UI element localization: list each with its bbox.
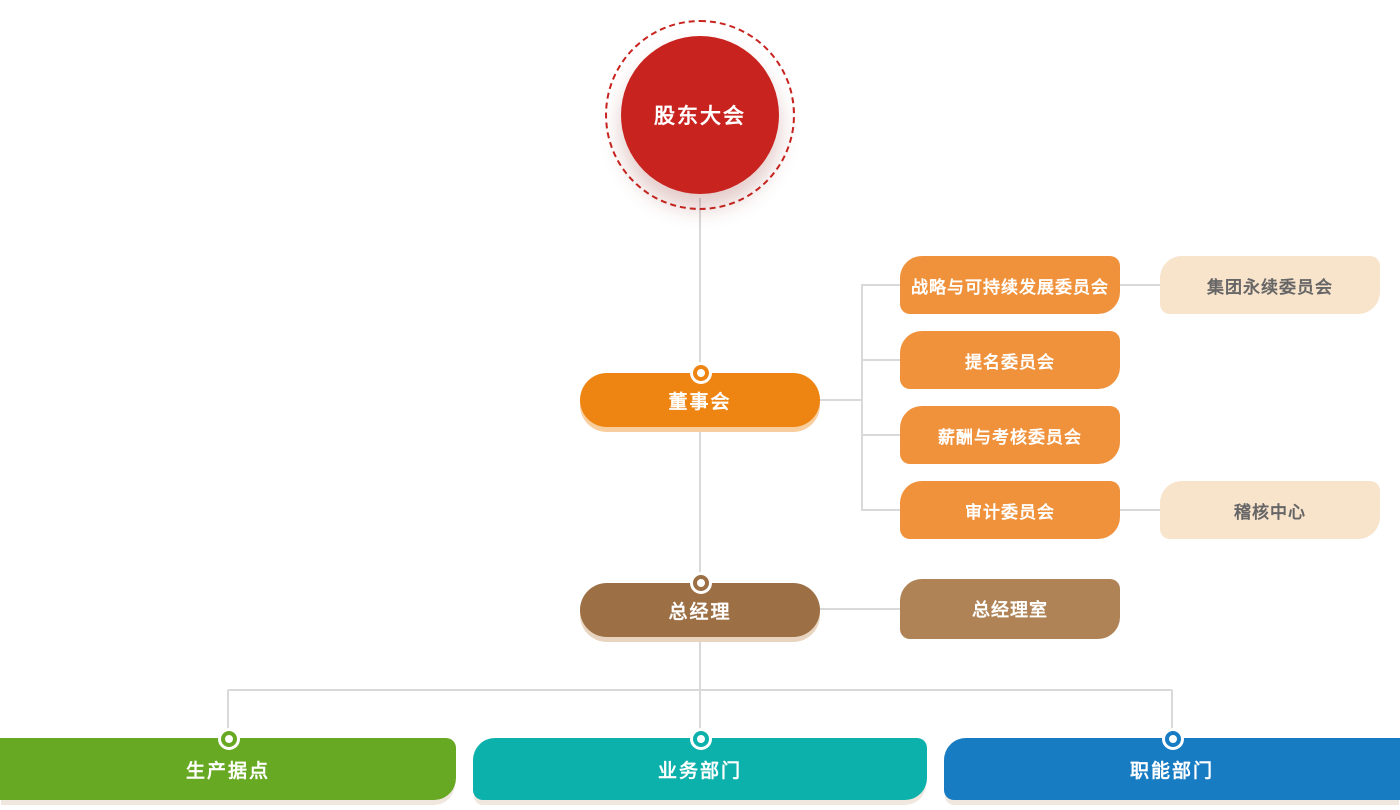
- node-dept-business: 业务部门: [473, 738, 927, 800]
- node-committee-strategy: 战略与可持续发展委员会: [900, 256, 1120, 314]
- node-shareholders-label: 股东大会: [654, 105, 746, 128]
- connector-root-board: [699, 198, 701, 374]
- node-dept-functional: 职能部门: [944, 738, 1400, 800]
- dept-label: 业务部门: [657, 760, 742, 782]
- node-gm-office: 总经理室: [900, 579, 1120, 639]
- drop-functional: [1171, 690, 1173, 738]
- node-committee-remuneration: 薪酬与考核委员会: [900, 406, 1120, 464]
- stub-committee-1: [861, 284, 901, 286]
- affiliate-label: 集团永续委员会: [1207, 277, 1333, 297]
- shareholders-dashed-ring: [605, 20, 795, 210]
- drop-production: [227, 690, 229, 738]
- node-group-sustainability-committee: 集团永续委员会: [1160, 256, 1380, 314]
- bracket-committees: [861, 284, 863, 511]
- gm-office-label: 总经理室: [972, 600, 1048, 620]
- dot-production: [220, 731, 237, 747]
- connector-gm-departments: [699, 637, 701, 738]
- node-shareholders: 股东大会: [621, 36, 779, 194]
- node-board: 董事会: [580, 373, 820, 427]
- dept-label: 生产据点: [185, 760, 270, 782]
- stub-committee-4: [861, 509, 901, 511]
- dot-functional: [1164, 731, 1181, 747]
- departments-rail: [228, 689, 1172, 691]
- connector-board-gm: [699, 427, 701, 585]
- dot-gm: [692, 575, 709, 591]
- node-dept-production: 生产据点: [0, 738, 456, 800]
- node-audit-center: 稽核中心: [1160, 481, 1380, 539]
- connector-board-bracket: [820, 399, 862, 401]
- node-general-manager: 总经理: [580, 583, 820, 637]
- stub-committee-2: [861, 359, 901, 361]
- node-board-label: 董事会: [668, 391, 732, 413]
- connector-strategy-sustainability: [1120, 284, 1160, 286]
- committee-label: 薪酬与考核委员会: [938, 427, 1082, 447]
- dept-label: 职能部门: [1129, 760, 1214, 782]
- affiliate-label: 稽核中心: [1234, 502, 1306, 522]
- committee-label: 战略与可持续发展委员会: [911, 277, 1109, 297]
- connector-gm-office: [820, 608, 901, 610]
- node-committee-audit: 审计委员会: [900, 481, 1120, 539]
- committee-label: 审计委员会: [965, 502, 1055, 522]
- stub-committee-3: [861, 434, 901, 436]
- node-gm-label: 总经理: [668, 601, 732, 623]
- committee-label: 提名委员会: [965, 352, 1055, 372]
- connector-audit-center: [1120, 509, 1160, 511]
- dot-business: [692, 731, 709, 747]
- node-committee-nomination: 提名委员会: [900, 331, 1120, 389]
- dot-board: [692, 365, 709, 381]
